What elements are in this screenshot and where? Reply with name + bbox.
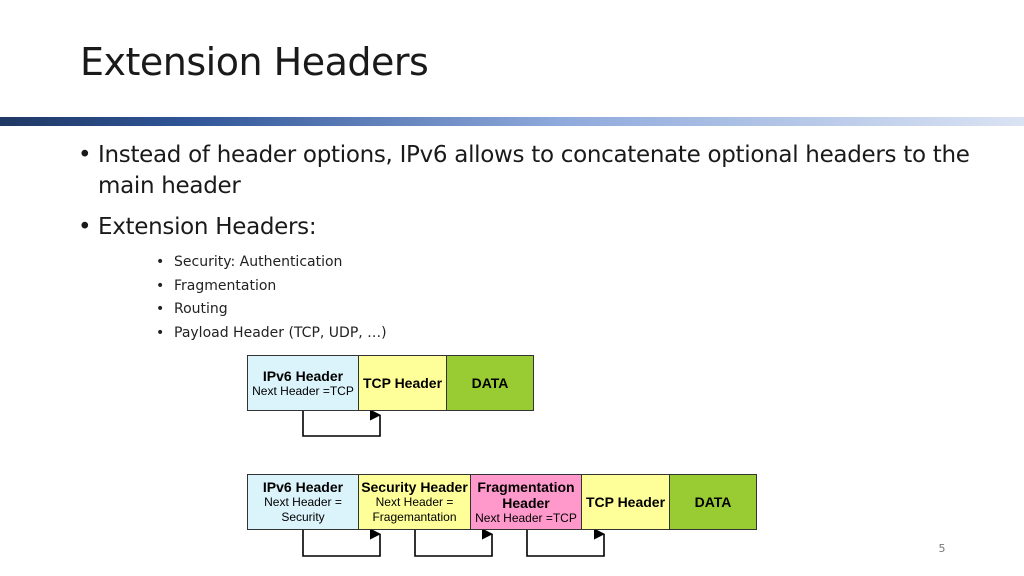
next-header-arrow <box>526 528 606 557</box>
box-subtitle: Next Header = Security <box>264 495 342 524</box>
page-number: 5 <box>938 542 946 555</box>
data-box: DATA <box>446 355 534 411</box>
bullet-list: • Instead of header options, IPv6 allows… <box>78 140 978 347</box>
box-title: TCP Header <box>585 494 666 510</box>
bullet-dot-icon: • <box>78 214 92 240</box>
sub-bullet-item: • Fragmentation <box>78 277 978 295</box>
bullet-item: • Instead of header options, IPv6 allows… <box>78 140 978 202</box>
box-subtitle: Next Header =TCP <box>475 510 577 525</box>
box-subtitle: Next Header =TCP <box>252 383 354 398</box>
sub-bullet-text: Security: Authentication <box>174 254 343 270</box>
sub-bullet-text: Routing <box>174 301 228 317</box>
bullet-dot-icon: • <box>156 254 165 270</box>
security-header-box: Security Header Next Header = Fragemanta… <box>358 474 471 530</box>
bullet-text: Instead of header options, IPv6 allows t… <box>98 142 970 199</box>
box-title: DATA <box>694 494 732 510</box>
box-title: IPv6 Header <box>262 479 344 495</box>
ipv6-header-box: IPv6 Header Next Header = Security <box>247 474 359 530</box>
bullet-text: Extension Headers: <box>98 214 317 240</box>
bullet-dot-icon: • <box>156 277 165 294</box>
tcp-header-box: TCP Header <box>358 355 447 411</box>
slide-title: Extension Headers <box>80 40 429 84</box>
next-header-arrow <box>414 528 494 557</box>
sub-bullet-item: • Routing <box>78 300 978 318</box>
tcp-header-box: TCP Header <box>581 474 670 530</box>
ipv6-header-box: IPv6 Header Next Header =TCP <box>247 355 359 411</box>
title-underline-bar <box>0 117 1024 126</box>
next-header-arrow <box>302 528 382 557</box>
sub-bullet-text: Payload Header (TCP, UDP, …) <box>174 324 387 341</box>
sub-bullet-text: Fragmentation <box>174 277 277 294</box>
bullet-dot-icon: • <box>156 301 165 317</box>
box-title: TCP Header <box>362 375 443 391</box>
data-box: DATA <box>669 474 757 530</box>
box-title: IPv6 Header <box>262 367 344 384</box>
box-title: Security Header <box>361 479 468 495</box>
box-subtitle: Next Header = Fragemantation <box>372 495 457 524</box>
next-header-arrow <box>302 409 382 437</box>
bullet-dot-icon: • <box>78 142 92 168</box>
sub-bullet-item: • Security: Authentication <box>78 253 978 271</box>
bullet-item: • Extension Headers: <box>78 212 978 243</box>
box-title: Fragmentation Header <box>477 478 575 511</box>
fragmentation-header-box: Fragmentation Header Next Header =TCP <box>470 474 582 530</box>
sub-bullet-item: • Payload Header (TCP, UDP, …) <box>78 324 978 342</box>
box-title: DATA <box>471 375 509 391</box>
bullet-dot-icon: • <box>156 324 165 341</box>
